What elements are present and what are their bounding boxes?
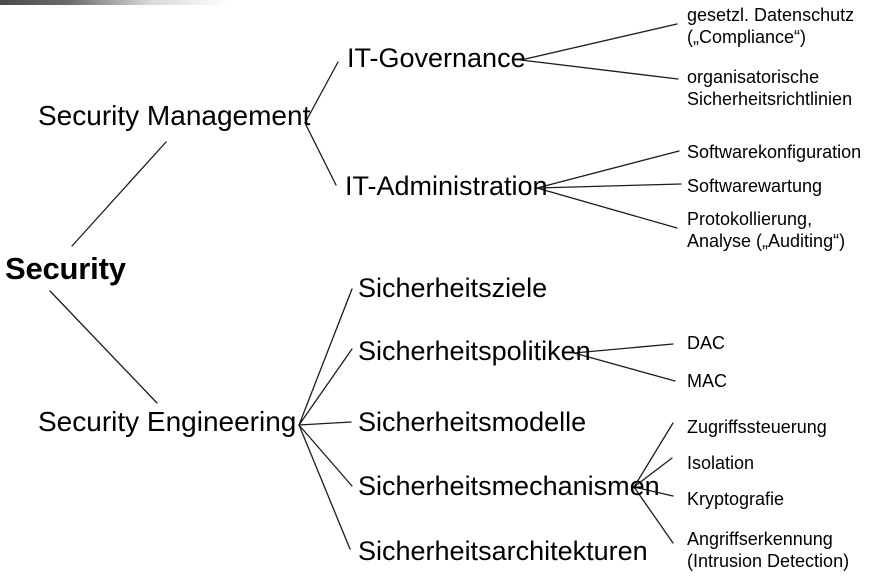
edge-mechanismen-to-zugriffssteuerung xyxy=(633,422,674,488)
leaf-gesetzl-datenschutz: gesetzl. Datenschutz („Compliance“) xyxy=(687,5,855,47)
edge-engineering-to-ziele xyxy=(298,288,353,426)
edge-engineering-to-mechanismen xyxy=(298,424,353,487)
leaf-softwarekonfiguration: Softwarekonfiguration xyxy=(687,142,862,162)
node-security-engineering: Security Engineering xyxy=(38,406,297,437)
edge-mechanismen-to-kryptografie xyxy=(633,486,674,497)
edge-engineering-to-architekturen xyxy=(298,424,351,550)
leaf-organisatorische-sicherheitsrichtlinien: organisatorische Sicherheitsrichtlinien xyxy=(687,67,853,109)
edge-management-to-governance xyxy=(304,61,339,124)
edge-politiken-to-dac xyxy=(573,343,674,354)
node-sicherheitsziele: Sicherheitsziele xyxy=(358,273,548,303)
leaf-softwarewartung: Softwarewartung xyxy=(687,176,823,196)
leaf-zugriffssteuerung: Zugriffssteuerung xyxy=(687,417,827,437)
edge-administration-to-protokollierung xyxy=(536,187,678,229)
edge-security-to-engineering xyxy=(49,290,158,404)
leaf-dac: DAC xyxy=(687,333,726,353)
edge-engineering-to-modelle xyxy=(298,421,352,426)
edge-management-to-administration xyxy=(304,122,337,186)
scan-edge-artifact xyxy=(0,0,232,5)
node-sicherheitspolitiken: Sicherheitspolitiken xyxy=(358,336,591,366)
node-security: Security xyxy=(5,251,126,286)
edge-mechanismen-to-angriffserkennung xyxy=(633,486,674,544)
leaf-kryptografie: Kryptografie xyxy=(687,489,785,509)
edge-politiken-to-mac xyxy=(573,352,676,382)
node-it-administration: IT-Administration xyxy=(345,171,548,201)
node-security-management: Security Management xyxy=(38,100,311,131)
leaf-protokollierung-analyse: Protokollierung, Analyse („Auditing“) xyxy=(687,209,846,251)
edge-engineering-to-politiken xyxy=(298,348,353,426)
leaf-mac: MAC xyxy=(687,371,727,391)
node-sicherheitsmechanismen: Sicherheitsmechanismen xyxy=(358,471,660,501)
leaf-angriffserkennung: Angriffserkennung (Intrusion Detection) xyxy=(687,529,850,571)
edge-governance-to-datenschutz xyxy=(520,23,678,61)
node-sicherheitsmodelle: Sicherheitsmodelle xyxy=(358,407,587,437)
node-sicherheitsarchitekturen: Sicherheitsarchitekturen xyxy=(358,536,648,566)
edge-security-to-management xyxy=(71,141,167,247)
node-it-governance: IT-Governance xyxy=(347,43,526,73)
edge-administration-to-konfiguration xyxy=(536,150,680,189)
leaf-isolation: Isolation xyxy=(687,453,755,473)
edge-governance-to-richtlinien xyxy=(520,59,679,80)
edge-mechanismen-to-isolation xyxy=(633,457,673,488)
edge-administration-to-wartung xyxy=(536,183,682,189)
